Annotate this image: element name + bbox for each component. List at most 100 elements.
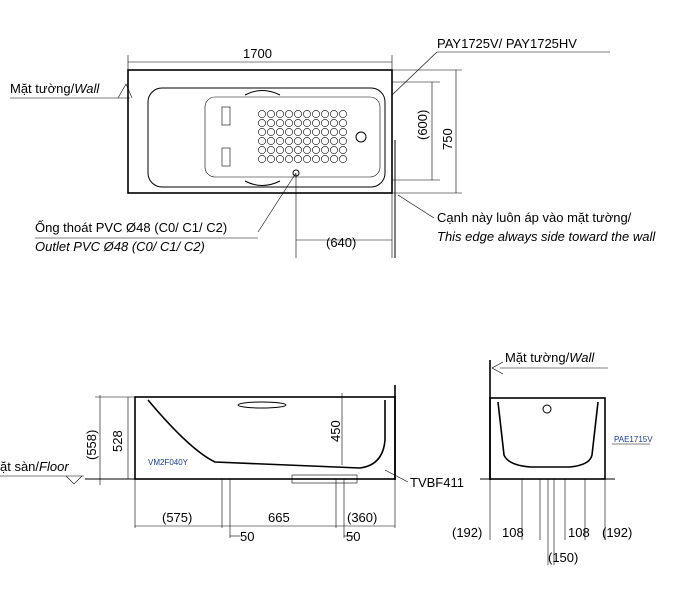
anti-slip-dot	[276, 119, 284, 127]
anti-slip-dot	[312, 146, 320, 154]
anti-slip-dot	[294, 146, 302, 154]
anti-slip-dot	[258, 119, 266, 127]
anti-slip-dot	[339, 155, 347, 163]
anti-slip-dot	[267, 119, 275, 127]
anti-slip-dot	[294, 128, 302, 136]
outlet-offset-dim: (640)	[326, 235, 356, 250]
side-view: (558) 528 450 ặt sàn/Floor VM2F040Y TVBF…	[0, 385, 464, 544]
dim-50-left: 50	[240, 529, 254, 544]
edge-label-en: This edge always side toward the wall	[437, 229, 656, 244]
width-dim: 750	[440, 128, 455, 150]
anti-slip-dot	[321, 119, 329, 127]
anti-slip-dot	[285, 128, 293, 136]
anti-slip-dot	[285, 110, 293, 118]
overflow-icon	[355, 131, 367, 143]
anti-slip-dot	[312, 119, 320, 127]
anti-slip-dot	[303, 137, 311, 145]
tub-basin-side	[147, 399, 386, 469]
dim-50-right: 50	[346, 529, 360, 544]
floor-triangle-icon	[65, 475, 83, 485]
anti-slip-dot	[339, 119, 347, 127]
anti-slip-dot	[285, 119, 293, 127]
anti-slip-dot	[267, 155, 275, 163]
anti-slip-dot	[303, 128, 311, 136]
anti-slip-dot	[285, 146, 293, 154]
anti-slip-dot	[330, 146, 338, 154]
end-dim-192-left: (192)	[452, 525, 482, 540]
drain-pipe	[291, 474, 358, 484]
part-tvbf411: TVBF411	[410, 475, 464, 490]
anti-slip-dot	[330, 119, 338, 127]
anti-slip-dot	[294, 137, 302, 145]
anti-slip-dot	[258, 155, 266, 163]
anti-slip-dot	[330, 137, 338, 145]
part-pae1715v: PAE1715V	[614, 435, 653, 444]
anti-slip-dot	[330, 110, 338, 118]
wall-triangle-icon	[117, 83, 133, 99]
end-dim-108-left: 108	[502, 525, 524, 540]
tub-outline-top	[127, 69, 393, 194]
tub-height-dim: 528	[110, 430, 125, 452]
top-view: 1700 Mặt tường/Wall PAY1725V/ PAY1725HV …	[10, 36, 656, 258]
length-dim: 1700	[243, 46, 272, 61]
end-wall-label: Mặt tường/Wall	[505, 350, 595, 365]
depth-dim: 450	[328, 420, 343, 442]
anti-slip-dot	[321, 155, 329, 163]
anti-slip-dot	[285, 155, 293, 163]
outlet-label-vi: Ống thoát PVC Ø48 (C0/ C1/ C2)	[35, 220, 227, 235]
dim-360: (360)	[347, 510, 377, 525]
anti-slip-dot	[312, 128, 320, 136]
tub-basin-end	[497, 401, 599, 468]
anti-slip-dot	[294, 110, 302, 118]
floor-label: ặt sàn/Floor	[0, 459, 69, 474]
anti-slip-dot	[258, 146, 266, 154]
handle-slot	[221, 106, 231, 126]
anti-slip-dot	[321, 146, 329, 154]
dim-575: (575)	[162, 510, 192, 525]
anti-slip-dot	[321, 110, 329, 118]
anti-slip-dot	[312, 155, 320, 163]
anti-slip-dot	[303, 110, 311, 118]
grip-top	[244, 90, 281, 96]
anti-slip-dot	[258, 128, 266, 136]
anti-slip-dot	[294, 119, 302, 127]
anti-slip-dot	[339, 137, 347, 145]
anti-slip-dot	[330, 155, 338, 163]
model-label: PAY1725V/ PAY1725HV	[437, 36, 577, 51]
anti-slip-dot	[258, 137, 266, 145]
anti-slip-dot	[267, 137, 275, 145]
anti-slip-dot	[303, 146, 311, 154]
tub-basin-top	[147, 87, 386, 188]
end-dim-150: (150)	[548, 550, 578, 565]
anti-slip-dot	[339, 110, 347, 118]
anti-slip-dot	[303, 119, 311, 127]
anti-slip-panel	[204, 96, 381, 178]
anti-slip-dot	[258, 110, 266, 118]
anti-slip-dot	[276, 137, 284, 145]
total-height-dim: (558)	[84, 430, 99, 460]
handle-slot	[221, 147, 231, 167]
grip-bottom	[244, 180, 281, 186]
wall-label: Mặt tường/Wall	[10, 81, 100, 96]
anti-slip-dot	[267, 110, 275, 118]
anti-slip-dot	[312, 137, 320, 145]
anti-slip-dot	[339, 146, 347, 154]
outlet-label-en: Outlet PVC Ø48 (C0/ C1/ C2)	[35, 239, 205, 254]
anti-slip-dot	[294, 155, 302, 163]
anti-slip-dot	[321, 128, 329, 136]
anti-slip-dot	[321, 137, 329, 145]
anti-slip-dot	[276, 128, 284, 136]
inner-width-dim: (600)	[415, 110, 430, 140]
anti-slip-dot	[276, 110, 284, 118]
anti-slip-dots	[258, 110, 347, 163]
anti-slip-dot	[267, 128, 275, 136]
anti-slip-dot	[267, 146, 275, 154]
end-dim-192-right: (192)	[602, 525, 632, 540]
anti-slip-dot	[339, 128, 347, 136]
dim-665: 665	[268, 510, 290, 525]
end-view: Mặt tường/Wall PAE1715V (192) 108 (150) …	[452, 350, 653, 565]
edge-label-vi: Cạnh này luôn áp vào mặt tường/	[437, 210, 632, 225]
anti-slip-dot	[303, 155, 311, 163]
overflow-end-icon	[542, 404, 552, 414]
